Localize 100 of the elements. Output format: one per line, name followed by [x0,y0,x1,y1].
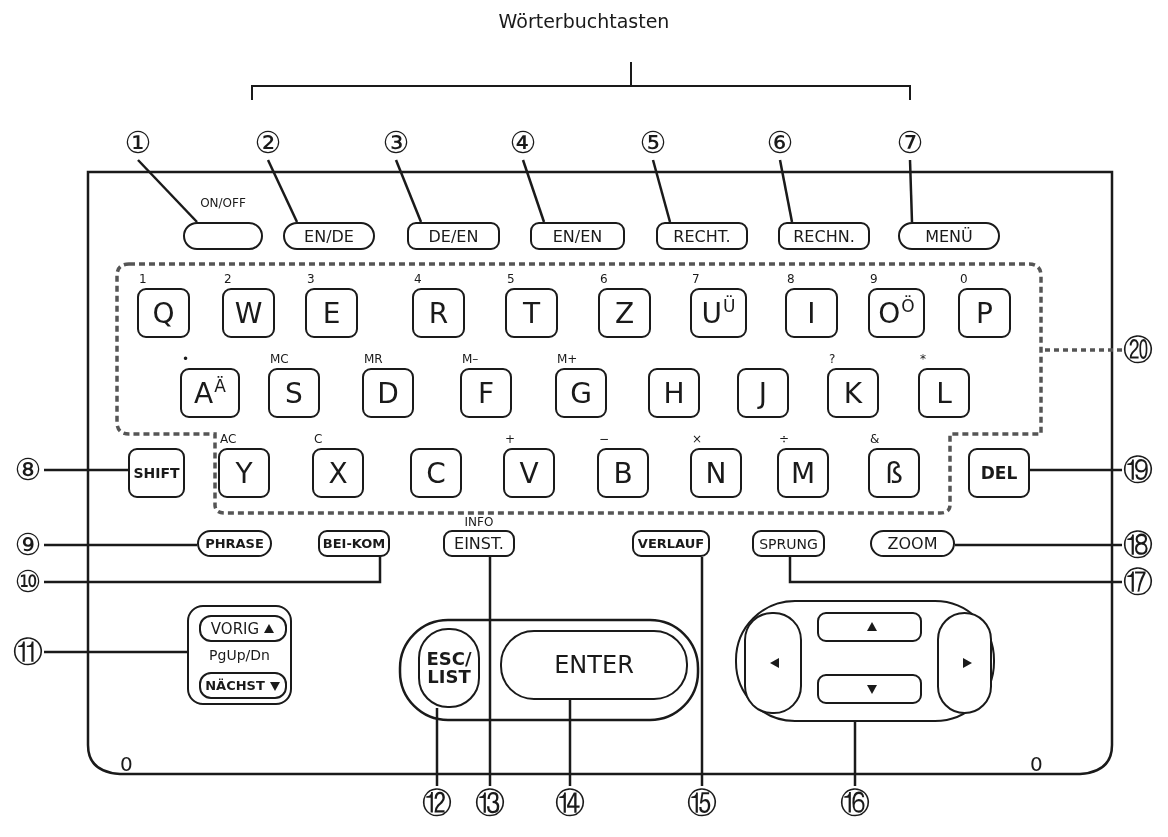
secondary-label: 6 [600,272,608,286]
secondary-label: × [692,432,703,446]
secondary-label: AC [220,432,237,446]
key: SHIFT [128,448,185,498]
key: Y [218,448,270,498]
key [817,674,922,704]
corner-mark: 0 [120,752,133,776]
key: Z [598,288,651,338]
leader-line [651,159,672,223]
dashed-outline [115,262,1043,515]
key: B [597,448,649,498]
callout-number: ① [122,126,154,160]
secondary-label: 0 [960,272,968,286]
key: DEL [968,448,1030,498]
callout-number: ⑬ [474,786,506,820]
leader-line [568,700,572,786]
secondary-label: M+ [557,352,578,366]
key: W [222,288,275,338]
callout-number: ⑦ [894,126,926,160]
key: EN/DE [283,222,375,250]
secondary-label: 4 [414,272,422,286]
callout-number: ⑥ [764,126,796,160]
leader-line [44,650,187,654]
secondary-label: * [920,352,926,366]
callout-number: ⑯ [839,786,871,820]
key: ß [868,448,920,498]
key-group [187,605,292,705]
key: ENTER [500,630,688,700]
key: NÄCHST [199,672,287,699]
key: G [555,368,607,418]
key: ZOOM [870,530,955,557]
callout-number: ⑱ [1122,528,1154,562]
secondary-label: • [182,352,190,366]
key: J [737,368,789,418]
callout-number: ⑪ [12,635,44,669]
key: N [690,448,742,498]
key: SPRUNG [752,530,825,557]
callout-number: ⑲ [1122,453,1154,487]
key: E [305,288,358,338]
callout-number: ⑤ [637,126,669,160]
leader-line [788,557,1122,584]
leader-line [521,159,546,223]
secondary-label: MR [364,352,383,366]
key [183,222,263,250]
leader-line [908,159,914,223]
key [744,612,802,714]
secondary-label: 1 [139,272,147,286]
leader-line [700,557,704,786]
key: X [312,448,364,498]
callout-number: ⑭ [554,786,586,820]
secondary-label: ÷ [779,432,790,446]
title: Wörterbuchtasten [498,10,670,32]
callout-number: ④ [507,126,539,160]
key: RECHT. [656,222,748,250]
leader-line [778,159,794,223]
secondary-label: M– [462,352,479,366]
callout-number: ⑨ [12,528,44,562]
key: V [503,448,555,498]
leader-line [44,468,128,472]
secondary-label: INFO [463,515,495,529]
secondary-label: 2 [224,272,232,286]
key: L [918,368,970,418]
leader-line [1043,348,1122,352]
secondary-label: 9 [870,272,878,286]
leader-line [1030,468,1122,472]
key: K [827,368,879,418]
leader-line [44,543,197,547]
secondary-label: − [599,432,610,446]
callout-number: ⑫ [421,786,453,820]
secondary-label: ? [829,352,836,366]
leader-line [266,159,299,223]
key: PHRASE [197,530,272,557]
leader-line [435,708,439,786]
callout-number: ⑰ [1122,565,1154,599]
key: C [410,448,462,498]
key: RECHN. [778,222,870,250]
key: VERLAUF [632,530,710,557]
key-group [735,600,995,722]
leader-line [44,557,382,584]
leader-line [853,722,857,786]
key: VORIG [199,615,287,642]
secondary-label: C [314,432,323,446]
key: H [648,368,700,418]
leader-line [955,543,1122,547]
key: EINST. [443,530,515,557]
key: ESC/ LIST [418,628,480,708]
secondary-label: 7 [692,272,700,286]
key-group-label: PgUp/Dn [208,647,271,663]
secondary-label: 5 [507,272,515,286]
secondary-label: + [505,432,516,446]
key: EN/EN [530,222,625,250]
key: M [777,448,829,498]
key [937,612,992,714]
secondary-label: MC [270,352,289,366]
key: MENÜ [898,222,1000,250]
key: P [958,288,1011,338]
key: DE/EN [407,222,500,250]
key [817,612,922,642]
key: BEI-KOM [318,530,390,557]
callout-number: ⑮ [686,786,718,820]
